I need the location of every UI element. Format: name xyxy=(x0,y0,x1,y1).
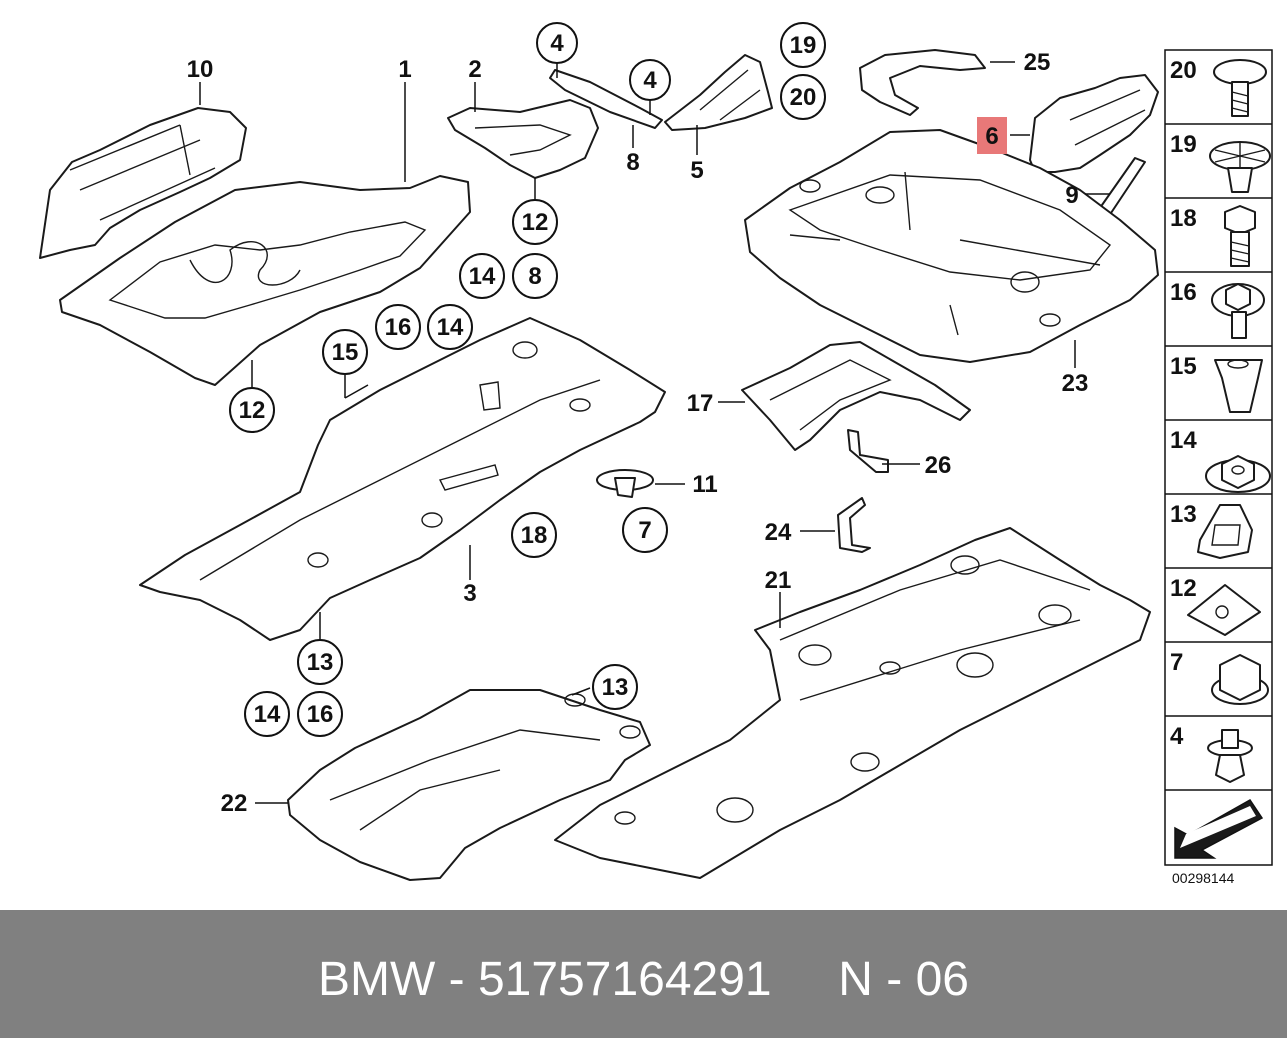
callout-1: 1 xyxy=(398,56,411,83)
callout-13: 13 xyxy=(307,649,334,676)
legend-label-18: 18 xyxy=(1170,205,1197,232)
callout-4: 4 xyxy=(643,67,657,94)
callout-15: 15 xyxy=(332,339,359,366)
callout-20: 20 xyxy=(790,84,817,111)
callout-14: 14 xyxy=(469,263,496,290)
callout-21: 21 xyxy=(765,567,792,594)
legend-label-14: 14 xyxy=(1170,427,1197,454)
callout-12: 12 xyxy=(522,209,549,236)
part-10 xyxy=(39,107,247,259)
part-21 xyxy=(554,527,1151,879)
legend-label-13: 13 xyxy=(1170,501,1197,528)
part-3 xyxy=(139,317,666,641)
callout-14: 14 xyxy=(254,701,281,728)
part-11 xyxy=(596,469,654,498)
legend-label-7: 7 xyxy=(1170,649,1183,676)
highlight-box-6 xyxy=(977,117,1007,154)
legend-label-16: 16 xyxy=(1170,279,1197,306)
callout-3: 3 xyxy=(463,580,476,607)
part-5 xyxy=(664,54,773,131)
part-17 xyxy=(741,341,971,451)
part-26 xyxy=(847,429,889,473)
part-8-strip xyxy=(549,69,663,129)
callout-13: 13 xyxy=(602,674,629,701)
flange-nut-icon xyxy=(1205,455,1271,493)
parts-diagram: 10 1 2 4 4 8 5 19 20 25 6 9 12 14 8 16 1… xyxy=(39,22,1273,886)
callouts: 10 1 2 4 4 8 5 19 20 25 6 9 12 14 8 16 1… xyxy=(187,22,1089,817)
callout-17: 17 xyxy=(687,390,714,417)
callout-16: 16 xyxy=(385,314,412,341)
diagram-canvas: 10 1 2 4 4 8 5 19 20 25 6 9 12 14 8 16 1… xyxy=(39,22,1273,881)
hex-nut-icon xyxy=(1211,654,1269,705)
legend-label-20: 20 xyxy=(1170,57,1197,84)
expanding-nut-icon xyxy=(1214,359,1263,413)
footer-part-number: BMW - 51757164291 N - 06 xyxy=(318,953,969,1006)
leader-lines xyxy=(199,61,1110,804)
callout-9: 9 xyxy=(1065,182,1078,209)
flange-bolt-icon xyxy=(1211,283,1265,339)
part-22 xyxy=(287,689,651,881)
legend-label-4: 4 xyxy=(1170,723,1184,750)
part-23 xyxy=(744,129,1159,363)
legend-label-19: 19 xyxy=(1170,131,1197,158)
callout-26: 26 xyxy=(925,452,952,479)
push-clip-icon xyxy=(1207,729,1253,783)
callout-23: 23 xyxy=(1062,370,1089,397)
fastener-legend: 20 19 18 16 15 14 13 12 7 4 xyxy=(1164,49,1273,866)
legend-label-15: 15 xyxy=(1170,353,1197,380)
callout-2: 2 xyxy=(468,56,481,83)
callout-18: 18 xyxy=(521,522,548,549)
callout-4: 4 xyxy=(550,30,564,57)
screw-icon xyxy=(1213,59,1267,117)
callout-12: 12 xyxy=(239,397,266,424)
callout-11: 11 xyxy=(692,471,717,498)
diagram-code: 00298144 xyxy=(1172,870,1235,886)
part-25 xyxy=(859,49,986,116)
part-2 xyxy=(447,99,599,179)
callout-14: 14 xyxy=(437,314,464,341)
bolt-icon xyxy=(1224,205,1256,267)
callout-8: 8 xyxy=(528,263,541,290)
callout-5: 5 xyxy=(690,157,703,184)
callout-19: 19 xyxy=(790,32,817,59)
callout-16: 16 xyxy=(307,701,334,728)
callout-6: 6 xyxy=(985,123,998,150)
legend-label-12: 12 xyxy=(1170,575,1197,602)
callout-10: 10 xyxy=(187,56,214,83)
spring-nut-icon xyxy=(1187,584,1261,636)
clip-nut-icon xyxy=(1197,504,1253,559)
direction-arrow-icon xyxy=(1174,799,1264,859)
part-6 xyxy=(1029,74,1159,173)
part-1 xyxy=(59,175,471,386)
callout-24: 24 xyxy=(765,519,792,546)
footer-banner: BMW - 51757164291 N - 06 xyxy=(0,910,1287,1038)
part-24 xyxy=(837,497,871,553)
callout-8: 8 xyxy=(626,149,639,176)
callout-7: 7 xyxy=(638,517,651,544)
callout-25: 25 xyxy=(1024,49,1051,76)
push-rivet-icon xyxy=(1209,141,1271,193)
callout-22: 22 xyxy=(221,790,248,817)
